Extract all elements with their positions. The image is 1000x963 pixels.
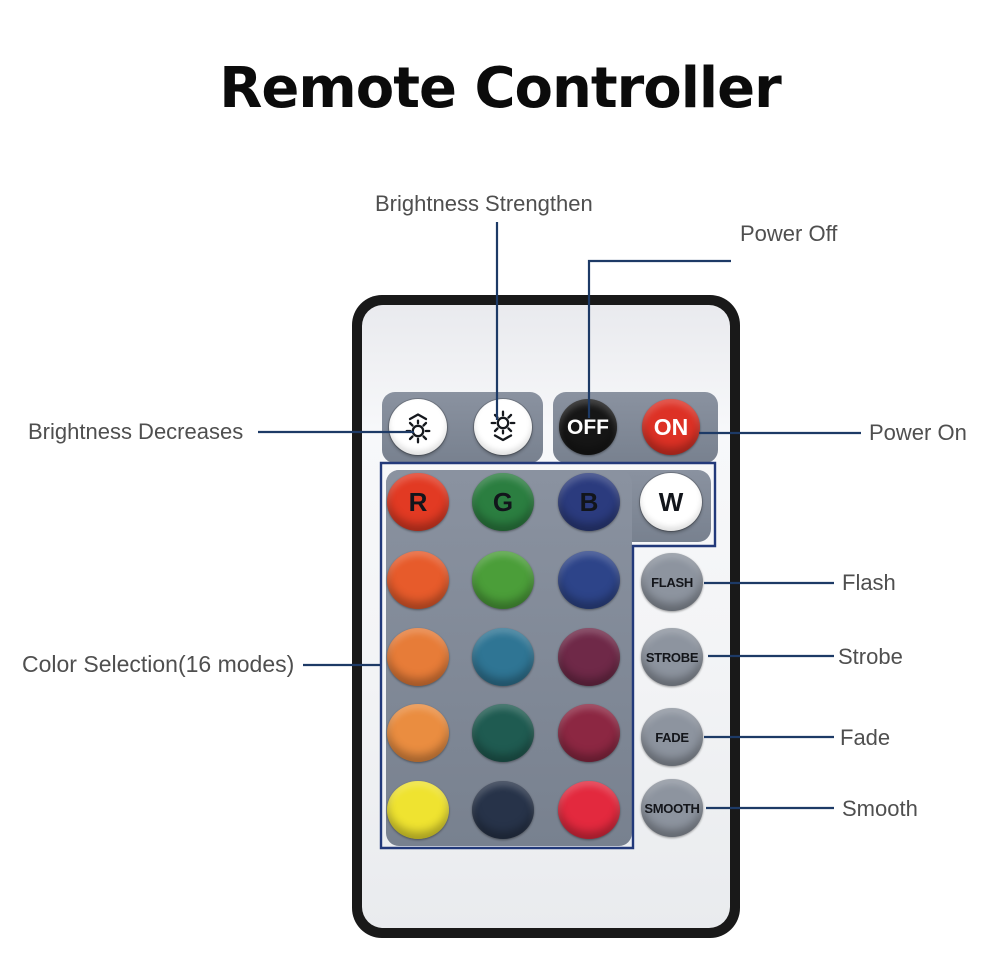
label-flash: Flash <box>842 570 896 595</box>
off-button[interactable]: OFF <box>559 399 617 455</box>
color-button-crimson[interactable] <box>558 781 620 839</box>
r-button[interactable]: R <box>387 473 449 531</box>
strobe-button-label: STROBE <box>645 649 699 665</box>
page-title: Remote Controller <box>219 56 781 121</box>
flash-button-label: FLASH <box>651 574 693 590</box>
sun-chevron-up-icon <box>405 413 431 444</box>
fade-button-label: FADE <box>655 729 689 745</box>
smooth-button[interactable]: SMOOTH <box>641 779 703 837</box>
label-power-off: Power Off <box>740 221 838 246</box>
label-brightness-strengthen: Brightness Strengthen <box>375 191 593 216</box>
b-button-label: B <box>579 487 599 517</box>
off-button-label: OFF <box>567 415 609 439</box>
color-button-orange[interactable] <box>387 628 449 686</box>
on-button-label: ON <box>653 413 689 440</box>
color-button-plum[interactable] <box>558 628 620 686</box>
color-button-blue[interactable] <box>558 551 620 609</box>
r-button-label: R <box>408 487 428 517</box>
label-brightness-decreases: Brightness Decreases <box>28 419 244 444</box>
brightness-decrease-button[interactable] <box>389 399 447 455</box>
w-button-label: W <box>658 487 684 517</box>
fade-button[interactable]: FADE <box>641 708 703 766</box>
g-button[interactable]: G <box>472 473 534 531</box>
label-power-on: Power On <box>869 420 967 445</box>
g-button-label: G <box>492 487 514 517</box>
brightness-increase-button[interactable] <box>474 399 532 455</box>
color-button-green[interactable] <box>472 551 534 609</box>
color-button-dark-teal[interactable] <box>472 704 534 762</box>
b-button[interactable]: B <box>558 473 620 531</box>
color-button-teal-blue[interactable] <box>472 628 534 686</box>
label-smooth: Smooth <box>842 796 918 821</box>
label-strobe: Strobe <box>838 644 903 669</box>
color-button-dark-navy[interactable] <box>472 781 534 839</box>
label-color-selection: Color Selection(16 modes) <box>22 651 295 677</box>
color-button-orange-red[interactable] <box>387 551 449 609</box>
label-fade: Fade <box>840 725 891 750</box>
w-button[interactable]: W <box>640 473 702 531</box>
sun-chevron-down-icon <box>490 410 516 442</box>
color-button-maroon[interactable] <box>558 704 620 762</box>
color-button-amber[interactable] <box>387 704 449 762</box>
strobe-button[interactable]: STROBE <box>641 628 703 686</box>
flash-button[interactable]: FLASH <box>641 553 703 611</box>
on-button[interactable]: ON <box>642 399 700 455</box>
color-button-yellow[interactable] <box>387 781 449 839</box>
smooth-button-label: SMOOTH <box>644 800 700 816</box>
